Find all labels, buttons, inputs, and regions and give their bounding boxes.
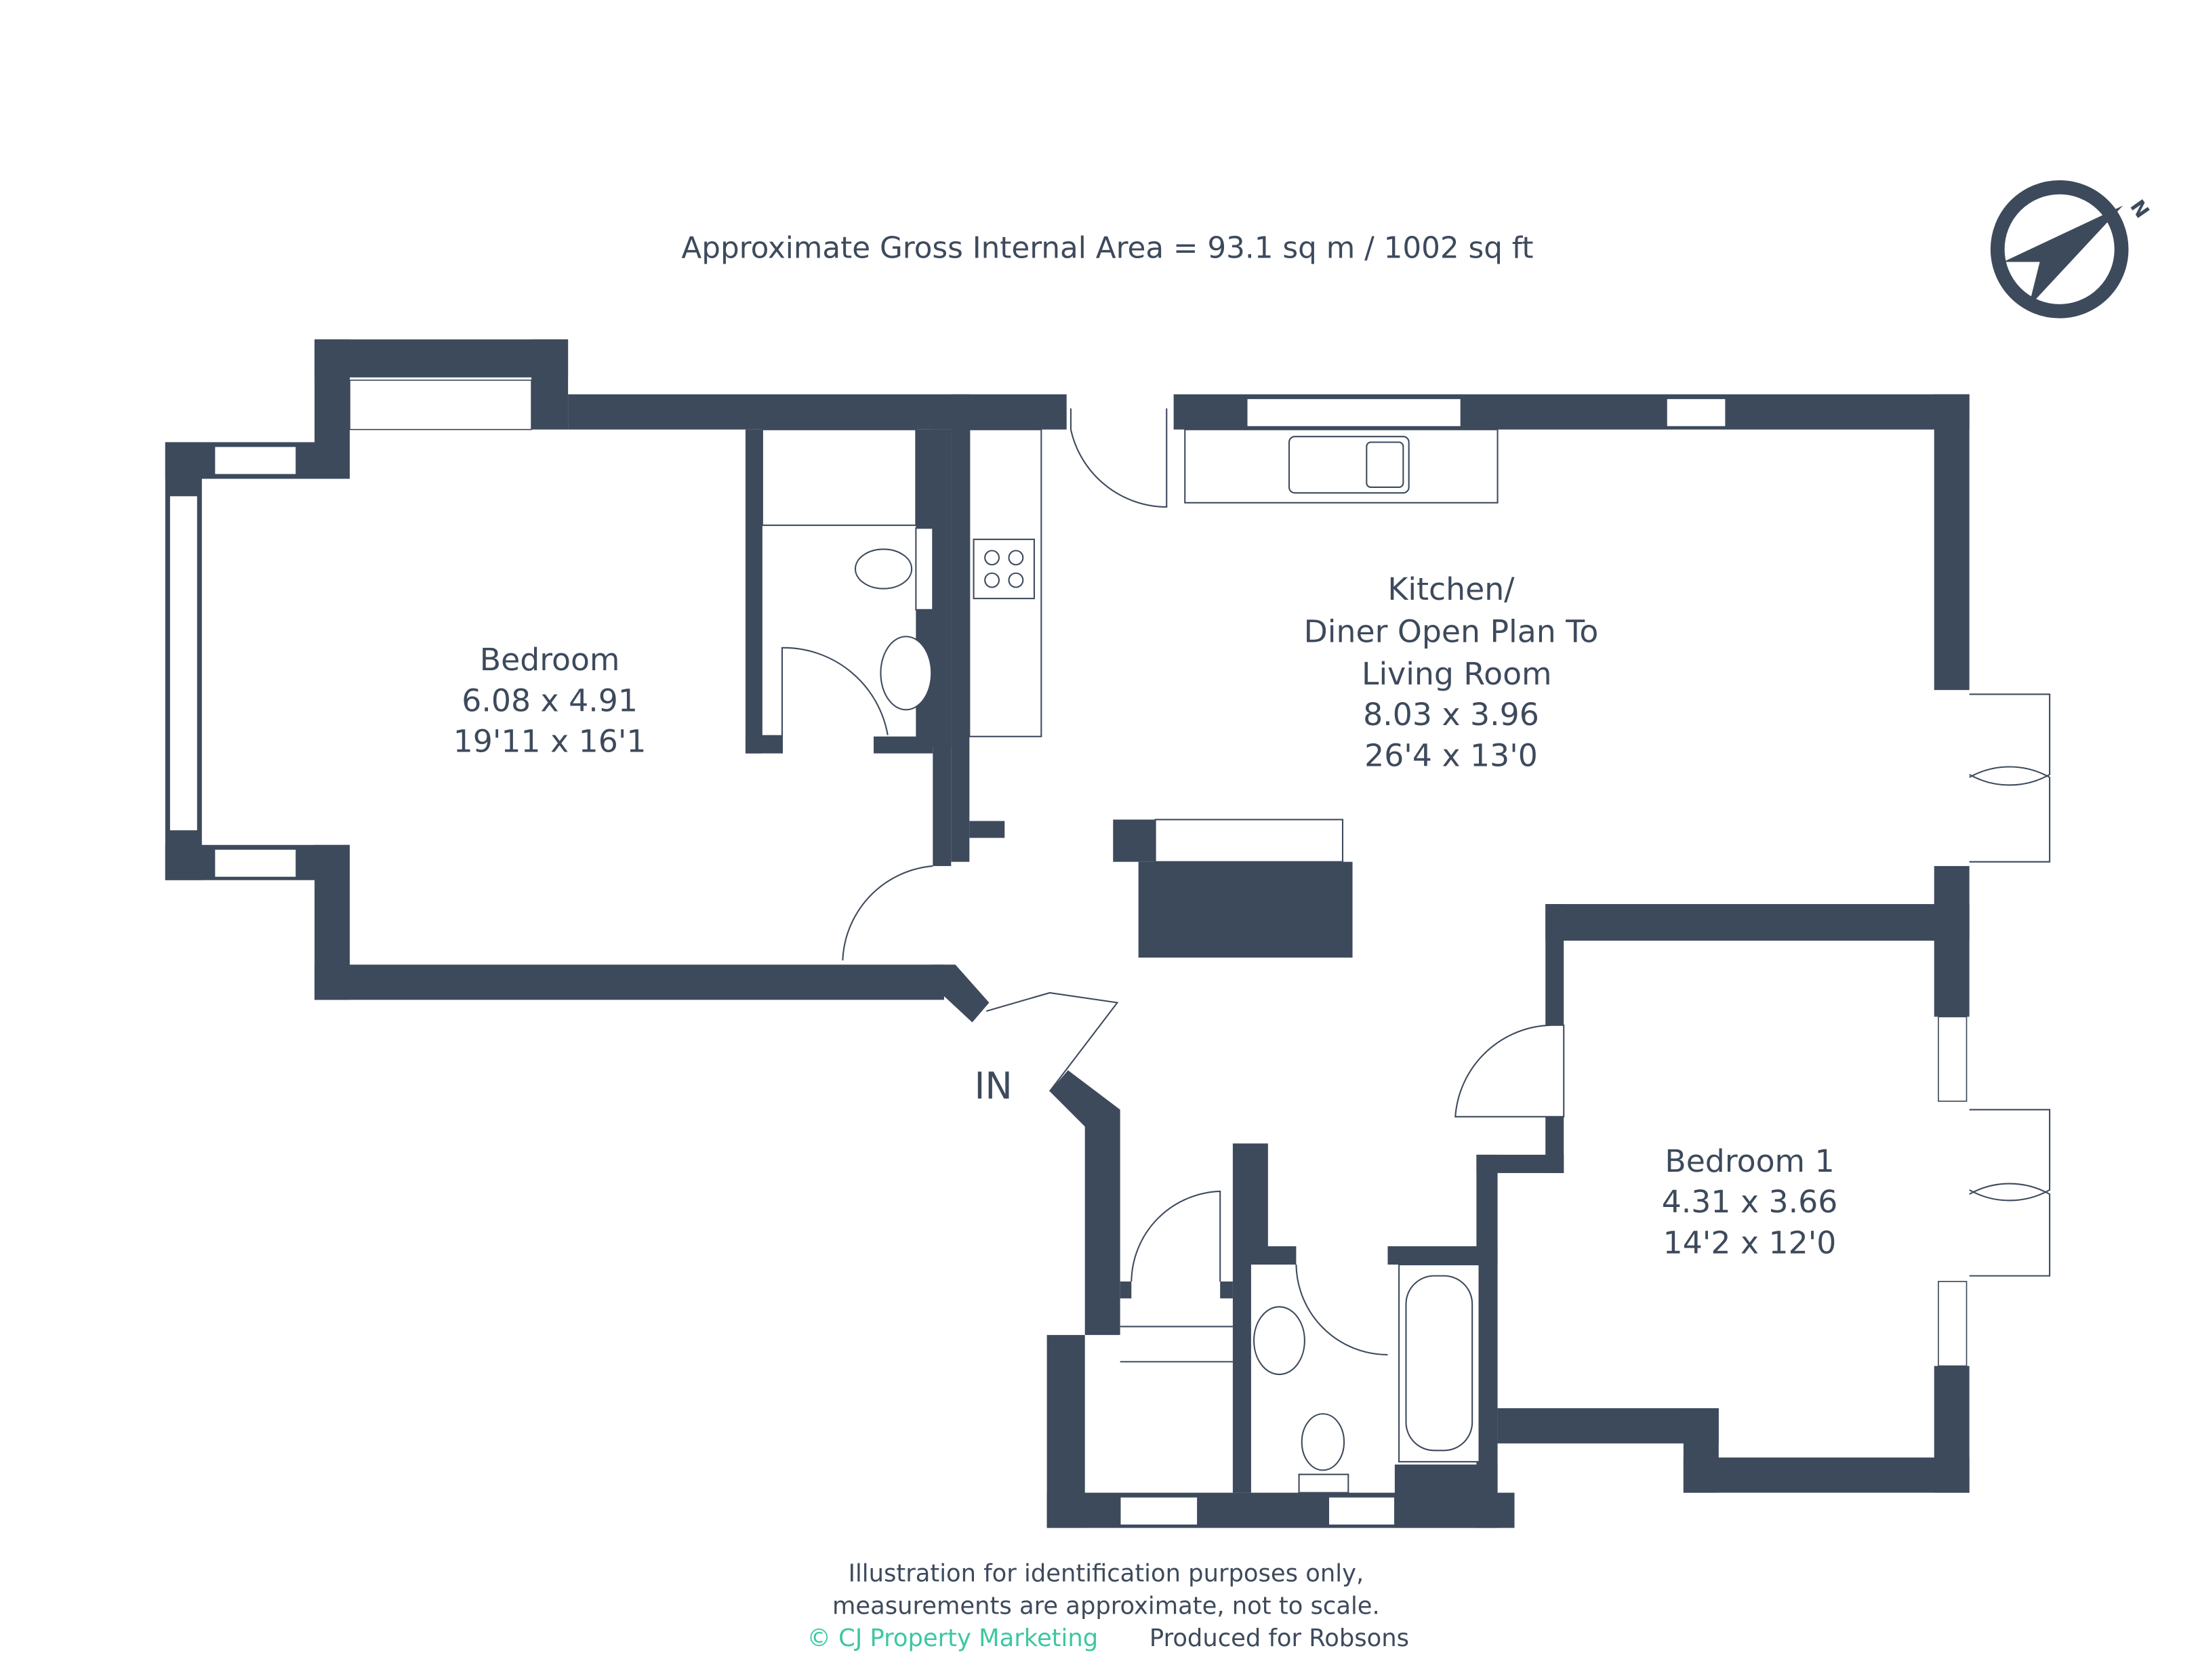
windows — [169, 380, 1968, 1526]
doors — [781, 408, 2051, 1356]
disclaimer-line2: measurements are approximate, not to sca… — [832, 1592, 1380, 1620]
brand-credit: © CJ Property Marketing — [807, 1624, 1098, 1652]
disclaimer-line1: Illustration for identification purposes… — [849, 1560, 1364, 1588]
footer: Illustration for identification purposes… — [807, 1560, 1409, 1653]
entrance-label: IN — [974, 1065, 1012, 1107]
produced-for: Produced for Robsons — [1149, 1624, 1409, 1652]
walls — [165, 339, 1970, 1528]
bedroom-metric: 6.08 x 4.91 — [462, 682, 638, 718]
bedroom1-metric: 4.31 x 3.66 — [1662, 1184, 1838, 1220]
kitchen-imperial: 26'4 x 13'0 — [1364, 737, 1538, 773]
fixtures — [761, 428, 1499, 1494]
bedroom-name: Bedroom — [480, 642, 620, 678]
kitchen-name-3: Living Room — [1362, 656, 1552, 692]
room-labels: Bedroom 6.08 x 4.91 19'11 x 16'1 Kitchen… — [453, 571, 1838, 1261]
bedroom1-name: Bedroom 1 — [1665, 1143, 1834, 1179]
bedroom-imperial: 19'11 x 16'1 — [453, 724, 647, 760]
kitchen-metric: 8.03 x 3.96 — [1363, 697, 1539, 733]
compass: N — [1990, 180, 2154, 319]
gross-area-text: Approximate Gross Internal Area = 93.1 s… — [681, 231, 1533, 265]
bedroom1-imperial: 14'2 x 12'0 — [1663, 1225, 1837, 1261]
kitchen-name-2: Diner Open Plan To — [1304, 614, 1599, 650]
compass-label: N — [2125, 196, 2154, 222]
kitchen-name-1: Kitchen/ — [1387, 571, 1515, 607]
compass-north-icon — [2003, 205, 2123, 307]
